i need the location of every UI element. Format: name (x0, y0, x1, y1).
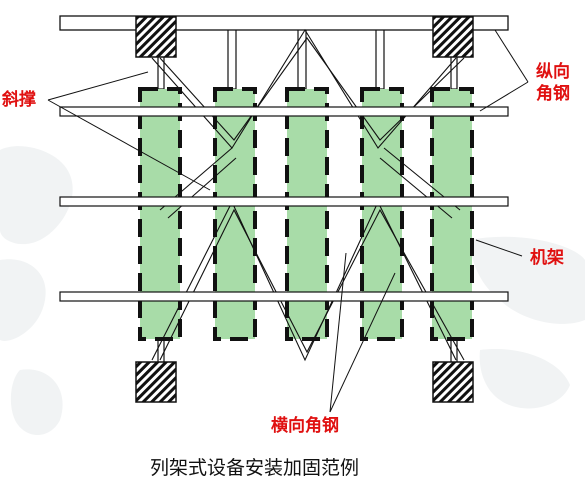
transverse-label: 横向角钢 (271, 415, 339, 436)
longitudinal-label-line1: 纵向 (536, 61, 570, 82)
steel-bars (59, 106, 509, 302)
longitudinal-bar-2 (59, 196, 509, 207)
leader-lines (47, 29, 529, 413)
longitudinal-label-line2: 角钢 (536, 83, 570, 104)
wall-anchor-blocks (135, 16, 474, 403)
longitudinal-bar-1 (59, 106, 509, 117)
longitudinal-bar-3 (59, 291, 509, 302)
world-map-background (0, 146, 585, 435)
diagonal-brace-label: 斜撑 (1, 89, 36, 110)
caption: 列架式设备安装加固范例 (150, 457, 359, 479)
rack-label: 机架 (530, 247, 564, 268)
